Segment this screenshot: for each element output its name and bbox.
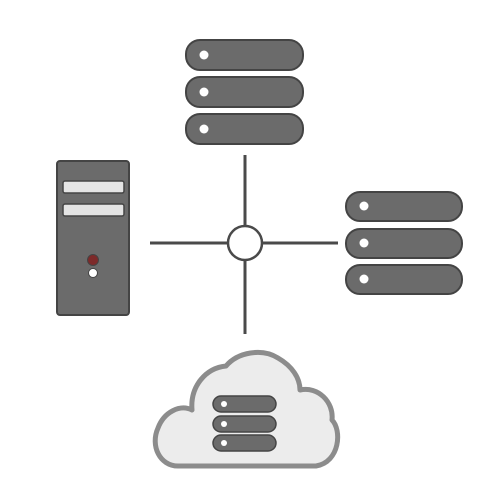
server-unit <box>185 76 304 108</box>
drive-bay <box>62 180 125 194</box>
power-led-icon <box>87 254 99 266</box>
status-led-icon <box>88 268 98 278</box>
connection-lines <box>150 155 338 334</box>
server-unit <box>185 113 304 145</box>
network-hub-icon[interactable] <box>226 224 264 262</box>
desktop-tower-icon[interactable] <box>56 160 130 316</box>
cloud-server-unit <box>212 395 277 413</box>
cloud-server-icon[interactable] <box>152 349 341 469</box>
server-unit <box>345 191 463 222</box>
server-unit <box>185 39 304 71</box>
cloud-server-unit <box>212 415 277 433</box>
server-rack-top-icon[interactable] <box>185 39 304 145</box>
server-unit <box>345 264 463 295</box>
drive-bay <box>62 203 125 217</box>
server-unit <box>345 228 463 259</box>
server-rack-right-icon[interactable] <box>345 191 463 295</box>
cloud-server-unit <box>212 434 277 452</box>
